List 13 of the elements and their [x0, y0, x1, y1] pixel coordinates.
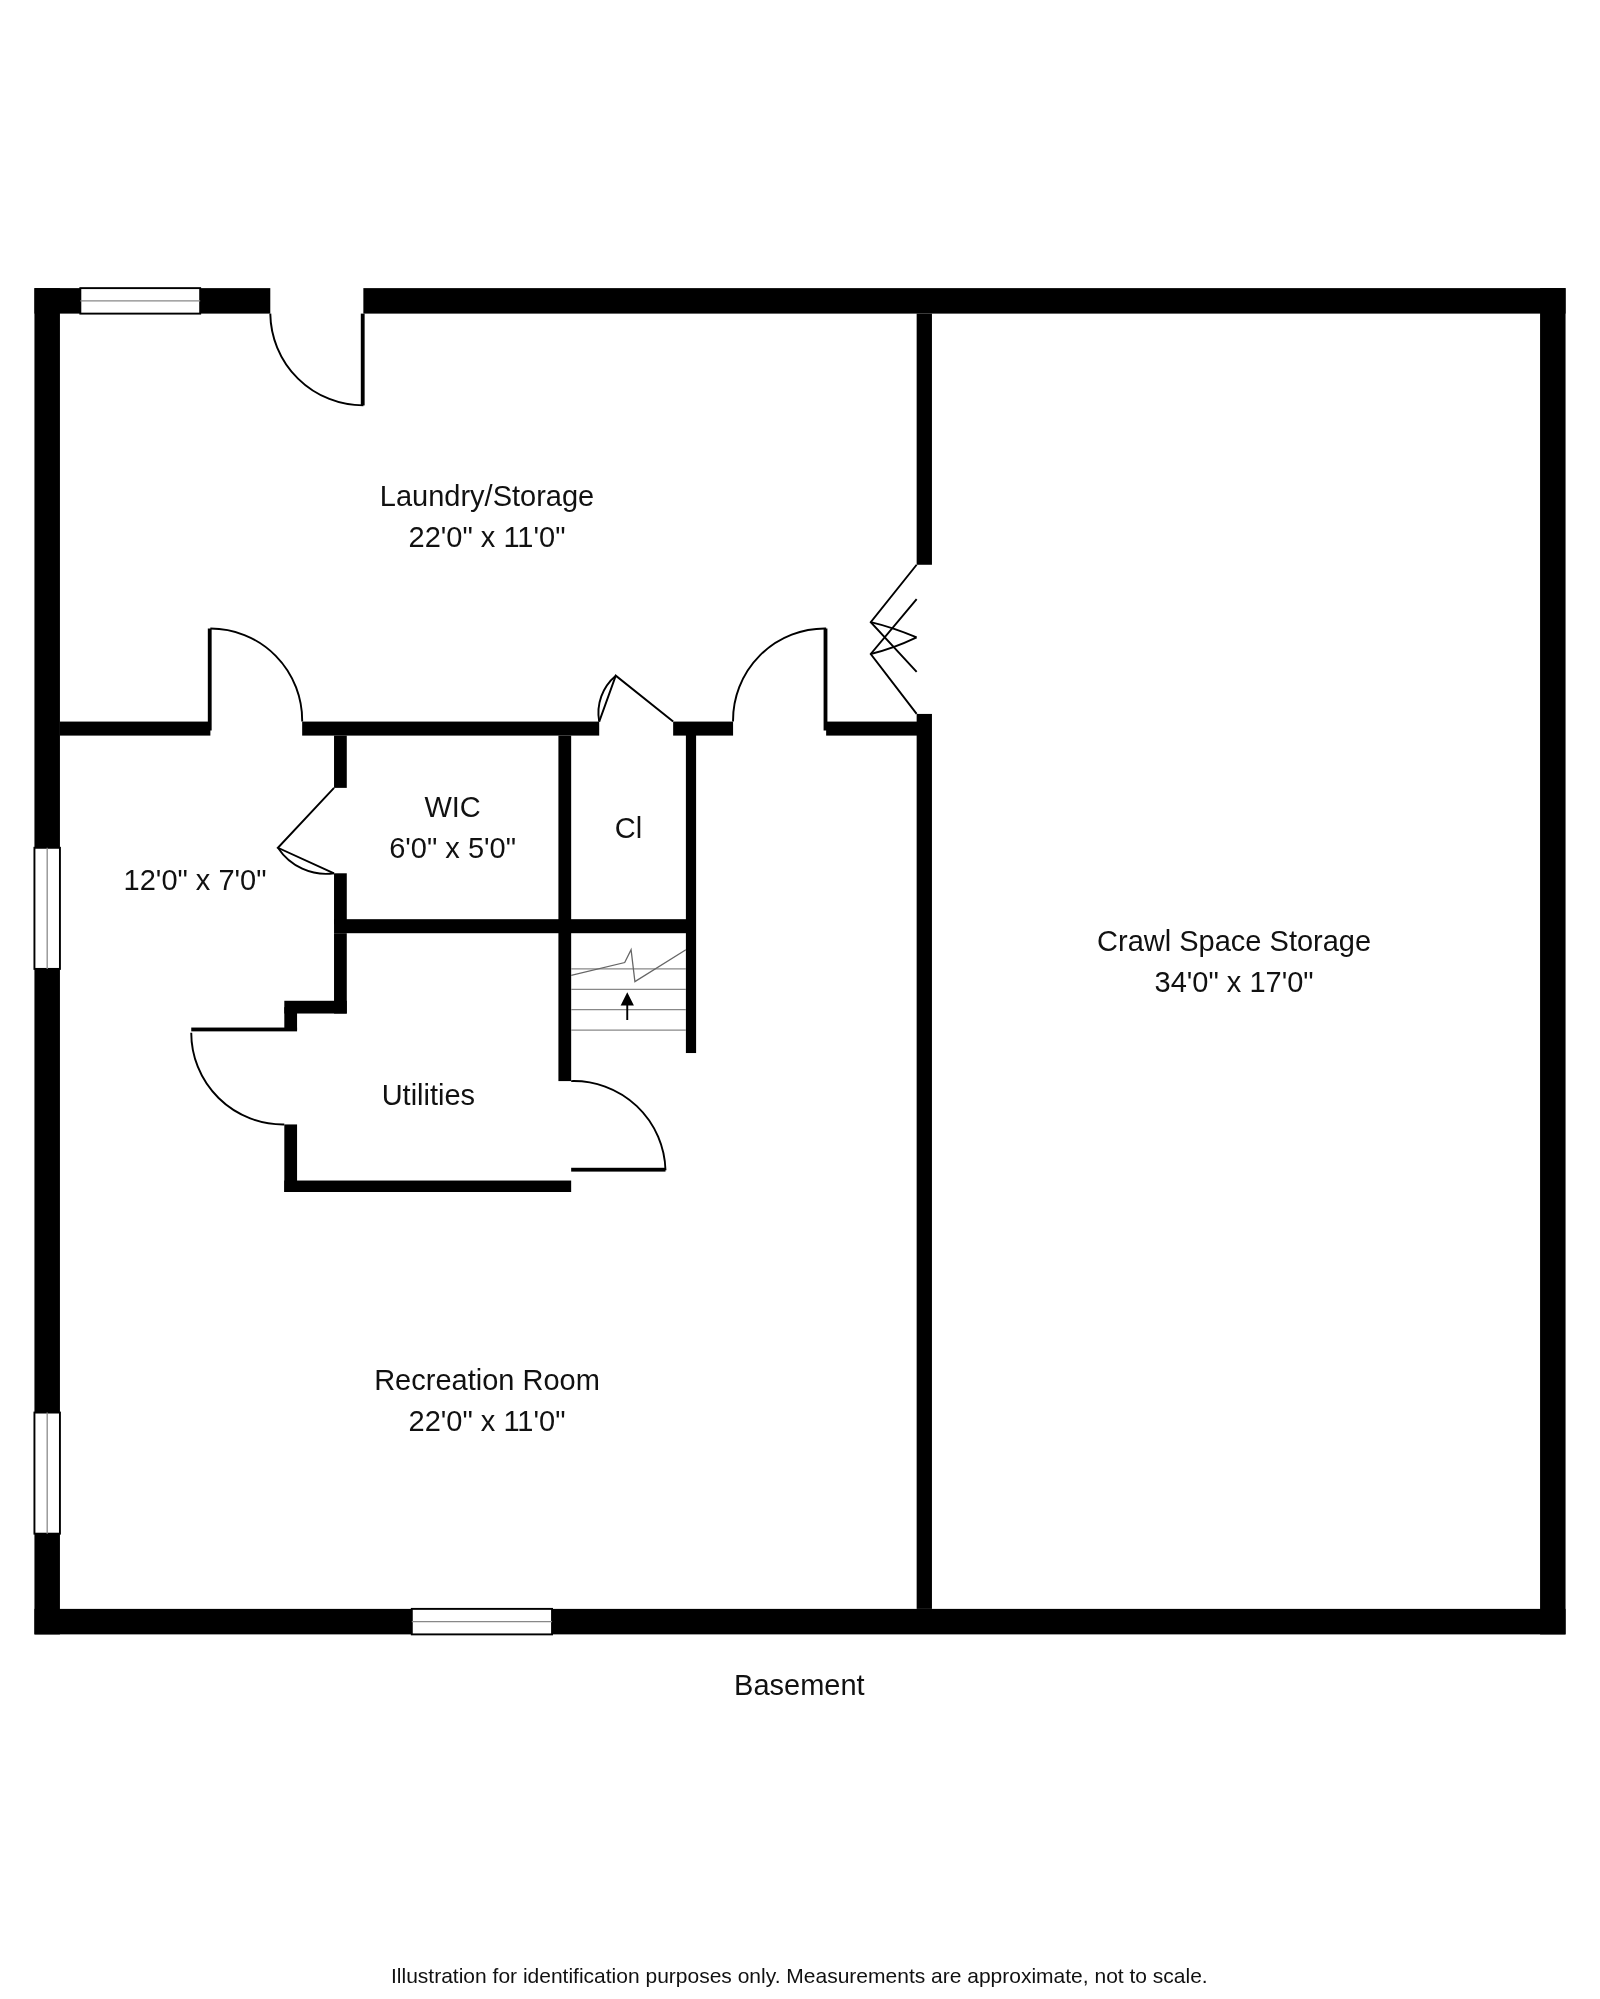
- room-name: WIC: [424, 792, 481, 825]
- room-dimensions: 34'0" x 17'0": [1154, 967, 1314, 999]
- floor-title: Basement: [734, 1668, 865, 1702]
- room-dimensions: 12'0" x 7'0": [123, 865, 267, 897]
- room-name: Cl: [614, 812, 643, 845]
- room-dimensions: 22'0" x 11'0": [408, 522, 566, 554]
- room-dimensions: 6'0" x 5'0": [389, 833, 516, 865]
- room-name: Crawl Space Storage: [1097, 926, 1372, 959]
- disclaimer-caption: Illustration for identification purposes only. Measurements are approximate, not to scale.: [391, 1964, 1208, 1989]
- room-dimensions: 22'0" x 11'0": [408, 1405, 566, 1438]
- room-name: Recreation Room: [374, 1364, 600, 1397]
- room-name: Utilities: [381, 1080, 476, 1113]
- room-name: Laundry/Storage: [379, 481, 595, 514]
